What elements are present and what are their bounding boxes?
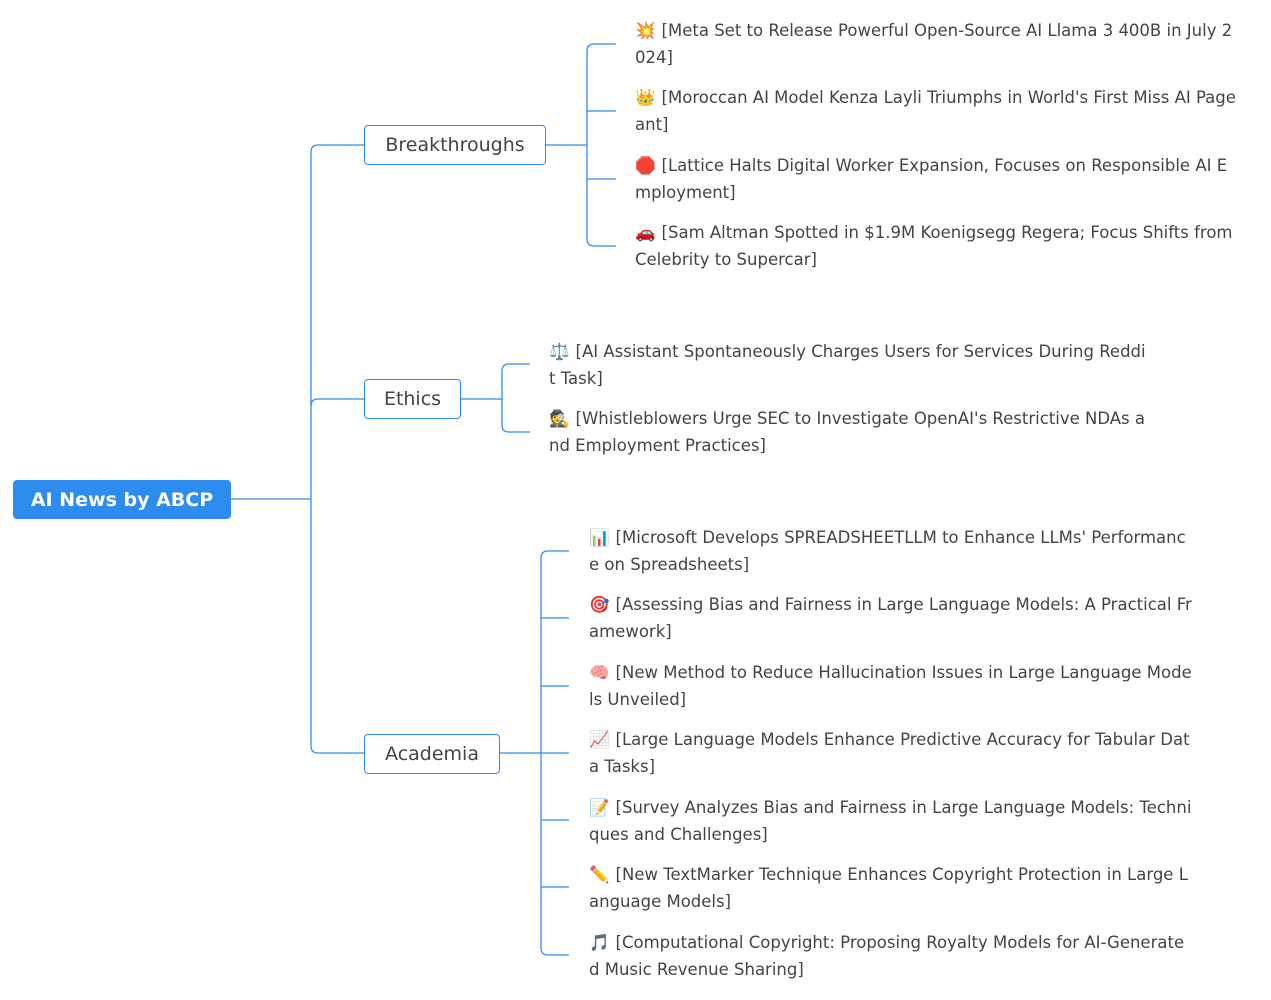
leaf-node[interactable]: 📊[Microsoft Develops SPREADSHEETLLM to E… (589, 524, 1193, 578)
memo-icon: 📝 (589, 798, 610, 817)
root-node-title[interactable]: AI News by ABCP (13, 480, 231, 519)
musical-note-icon: 🎵 (589, 933, 610, 952)
connector-to-academia (310, 745, 364, 754)
pencil-icon: ✏️ (589, 865, 610, 884)
leaf-node[interactable]: 🧠[New Method to Reduce Hallucination Iss… (589, 659, 1193, 713)
car-icon: 🚗 (635, 223, 656, 242)
branch-label-breakthroughs: Breakthroughs (385, 134, 525, 156)
leaf-node[interactable]: 📈[Large Language Models Enhance Predicti… (589, 726, 1193, 780)
collision-icon: 💥 (635, 21, 656, 40)
scales-icon: ⚖️ (549, 342, 570, 361)
leaf-node[interactable]: 🎵[Computational Copyright: Proposing Roy… (589, 929, 1193, 983)
leaf-text: [Meta Set to Release Powerful Open-Sourc… (635, 21, 1233, 67)
leaf-text: [New TextMarker Technique Enhances Copyr… (589, 865, 1188, 911)
leaf-text: [Computational Copyright: Proposing Roya… (589, 933, 1185, 979)
branch-label-academia: Academia (385, 743, 479, 765)
stop-sign-icon: 🛑 (635, 156, 656, 175)
leaf-text: [Whistleblowers Urge SEC to Investigate … (549, 409, 1146, 455)
leaf-text: [Assessing Bias and Fairness in Large La… (589, 595, 1192, 641)
trending-up-chart-icon: 📈 (589, 730, 610, 749)
leaf-text: [Sam Altman Spotted in $1.9M Koenigsegg … (635, 223, 1233, 269)
leaf-text: [Microsoft Develops SPREADSHEETLLM to En… (589, 528, 1186, 574)
leaf-text: [New Method to Reduce Hallucination Issu… (589, 663, 1192, 709)
leaf-text: [Moroccan AI Model Kenza Layli Triumphs … (635, 88, 1236, 134)
leaf-node[interactable]: 🎯[Assessing Bias and Fairness in Large L… (589, 591, 1193, 645)
crown-icon: 👑 (635, 88, 656, 107)
connector-to-breakthroughs (310, 144, 364, 153)
leaf-node[interactable]: 🚗[Sam Altman Spotted in $1.9M Koenigsegg… (635, 219, 1239, 273)
leaf-node[interactable]: 🛑[Lattice Halts Digital Worker Expansion… (635, 152, 1239, 206)
target-icon: 🎯 (589, 595, 610, 614)
leaf-node[interactable]: 📝[Survey Analyzes Bias and Fairness in L… (589, 794, 1193, 848)
detective-icon: 🕵️ (549, 409, 570, 428)
brain-icon: 🧠 (589, 663, 610, 682)
leaf-node[interactable]: ✏️[New TextMarker Technique Enhances Cop… (589, 861, 1193, 915)
branch-node-ethics[interactable]: Ethics (364, 379, 461, 419)
bar-chart-icon: 📊 (589, 528, 610, 547)
leaf-text: [AI Assistant Spontaneously Charges User… (549, 342, 1146, 388)
leaf-node[interactable]: 👑[Moroccan AI Model Kenza Layli Triumphs… (635, 84, 1239, 138)
leaf-text: [Survey Analyzes Bias and Fairness in La… (589, 798, 1192, 844)
leaf-text: [Lattice Halts Digital Worker Expansion,… (635, 156, 1228, 202)
leaf-text: [Large Language Models Enhance Predictiv… (589, 730, 1190, 776)
branch-label-ethics: Ethics (383, 388, 442, 410)
connector-to-ethics (310, 398, 364, 407)
leaf-node[interactable]: ⚖️[AI Assistant Spontaneously Charges Us… (549, 338, 1151, 392)
leaf-node[interactable]: 🕵️[Whistleblowers Urge SEC to Investigat… (549, 405, 1151, 459)
leaf-node[interactable]: 💥[Meta Set to Release Powerful Open-Sour… (635, 17, 1239, 71)
branch-node-breakthroughs[interactable]: Breakthroughs (364, 125, 546, 165)
branch-node-academia[interactable]: Academia (364, 734, 500, 774)
